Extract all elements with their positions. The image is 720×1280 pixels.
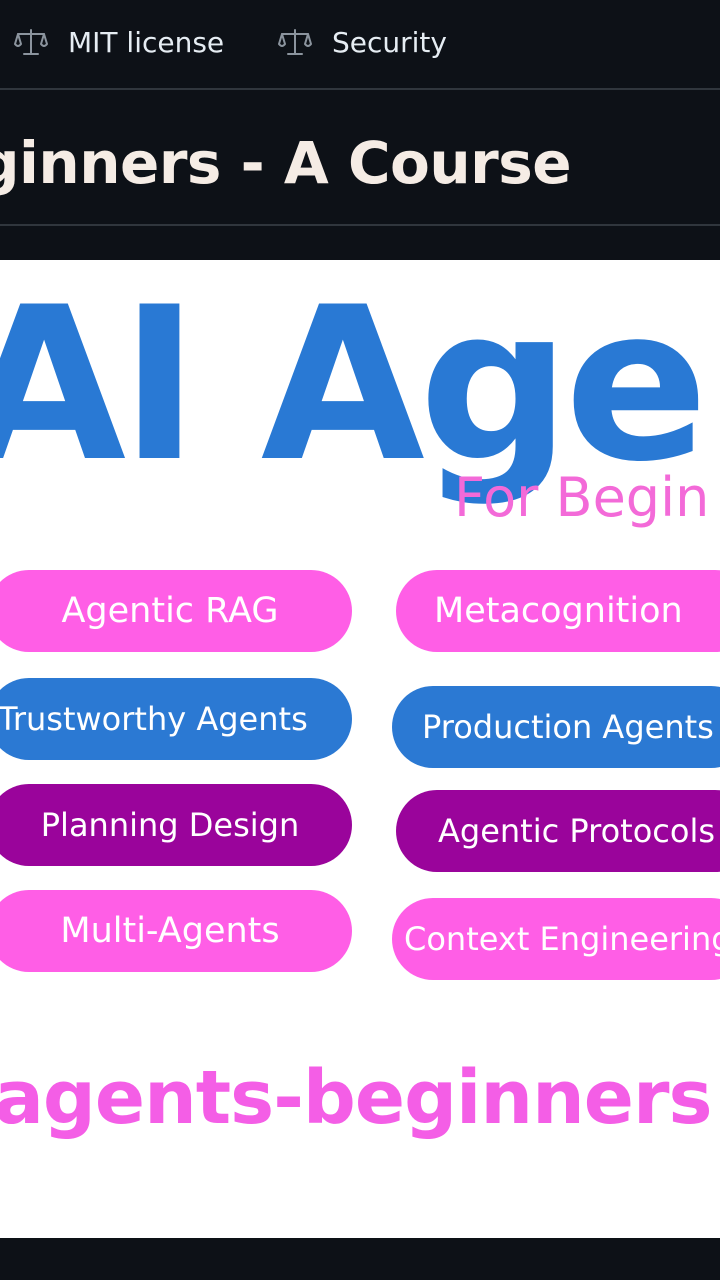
scale-icon xyxy=(14,29,48,55)
readme-title: ginners - A Course xyxy=(0,129,572,197)
topic-label: Metacognition xyxy=(434,591,683,631)
course-banner-image: AI Agent For Begin Agentic RAG Metacogni… xyxy=(0,260,720,1238)
security-label: Security xyxy=(332,25,447,59)
topic-label: Trustworthy Agents xyxy=(0,700,308,738)
topic-pill: Planning Design xyxy=(0,784,352,866)
banner-subtitle: For Begin xyxy=(454,466,710,529)
security-link[interactable]: Security xyxy=(278,22,447,62)
topic-pill: Agentic RAG xyxy=(0,570,352,652)
banner-title: AI Agent xyxy=(0,261,720,508)
repo-meta-bar: MIT license Security xyxy=(0,0,720,90)
bottom-bar xyxy=(0,1238,720,1280)
topic-pill: Context Engineering xyxy=(392,898,720,980)
divider xyxy=(0,226,720,260)
topic-label: Planning Design xyxy=(40,806,300,844)
topic-label: Production Agents xyxy=(422,708,714,746)
license-link[interactable]: MIT license xyxy=(14,22,224,62)
topic-pill: Agentic Protocols xyxy=(396,790,720,872)
readme-title-bar: ginners - A Course xyxy=(0,90,720,226)
topic-pill: Metacognition xyxy=(396,570,720,652)
topic-pill: Production Agents xyxy=(392,686,720,768)
topic-label: Context Engineering xyxy=(404,920,720,958)
license-label: MIT license xyxy=(68,25,225,59)
topic-label: Agentic RAG xyxy=(61,591,279,631)
topic-pill: Trustworthy Agents xyxy=(0,678,352,760)
topic-label: Agentic Protocols xyxy=(438,812,715,850)
topic-pill: Multi-Agents xyxy=(0,890,352,972)
repo-slug-text: agents-beginners xyxy=(0,1055,712,1141)
scale-icon xyxy=(278,29,312,55)
topic-label: Multi-Agents xyxy=(60,911,280,951)
